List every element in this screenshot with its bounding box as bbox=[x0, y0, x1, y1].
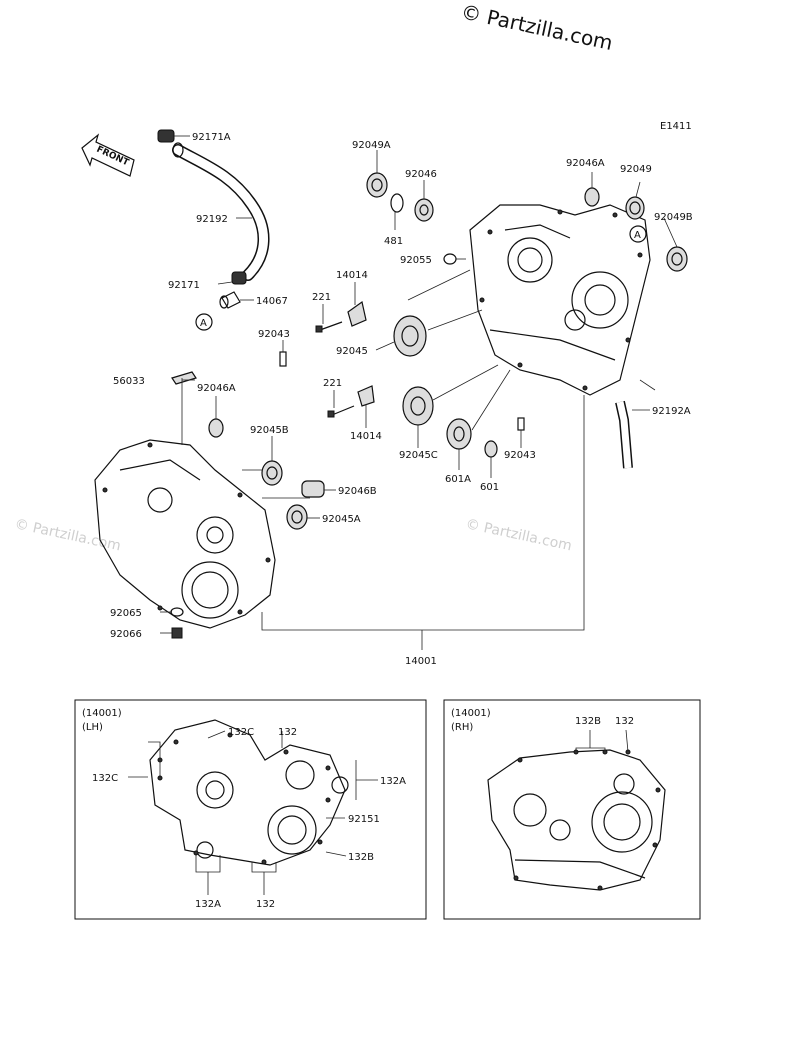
bearing-92046B bbox=[301, 480, 325, 498]
callout-a-right: A bbox=[629, 225, 647, 243]
label-56033: 56033 bbox=[113, 376, 145, 387]
label-92171A: 92171A bbox=[192, 132, 231, 143]
label-92046A-right: 92046A bbox=[566, 158, 605, 169]
label-92049A: 92049A bbox=[352, 140, 391, 151]
inset-lh-label-92151: 92151 bbox=[348, 814, 380, 825]
bearing-92046A-right bbox=[584, 187, 600, 207]
hose-92192A bbox=[615, 400, 633, 469]
bolt-221-top bbox=[315, 321, 343, 333]
gasket-56033 bbox=[171, 371, 197, 385]
label-92192: 92192 bbox=[196, 214, 228, 225]
pin-92043-right bbox=[517, 417, 525, 431]
clamp-bottom bbox=[231, 271, 247, 285]
leader-lines bbox=[160, 135, 678, 650]
label-92046B: 92046B bbox=[338, 486, 377, 497]
watermark-left: © Partzilla.com bbox=[13, 516, 122, 554]
label-601A: 601A bbox=[445, 474, 471, 485]
label-92045A: 92045A bbox=[322, 514, 361, 525]
bearing-92045A bbox=[286, 504, 308, 530]
seal-601 bbox=[484, 440, 498, 458]
ring-481 bbox=[390, 193, 404, 213]
front-arrow-icon: FRONT bbox=[81, 133, 135, 177]
label-221-top: 221 bbox=[312, 292, 331, 303]
inset-rh-label-132B: 132B bbox=[575, 716, 601, 727]
breather-fitting bbox=[219, 291, 241, 309]
clamp-top bbox=[157, 129, 175, 143]
inset-lh-label-132A-right: 132A bbox=[380, 776, 406, 787]
inset-lh-label-132B: 132B bbox=[348, 852, 374, 863]
seal-92049A bbox=[366, 172, 388, 198]
label-92046: 92046 bbox=[405, 169, 437, 180]
label-92049: 92049 bbox=[620, 164, 652, 175]
label-14014-bottom: 14014 bbox=[350, 431, 382, 442]
diagram-code: E1411 bbox=[660, 121, 692, 132]
plate-14014-top bbox=[347, 300, 367, 327]
inset-lh-side: (LH) bbox=[82, 722, 103, 733]
inset-rh-ref: (14001) bbox=[451, 708, 491, 719]
watermark-right: © Partzilla.com bbox=[464, 516, 573, 554]
svg-text:A: A bbox=[634, 230, 641, 241]
bearing-601A bbox=[446, 418, 472, 450]
bearing-92045B bbox=[261, 460, 283, 486]
bearing-92045C bbox=[402, 386, 434, 426]
inset-lh-label-132C-top: 132C bbox=[228, 727, 254, 738]
inset-lh-label-132-bottom: 132 bbox=[256, 899, 275, 910]
label-92049B: 92049B bbox=[654, 212, 693, 223]
label-601: 601 bbox=[480, 482, 499, 493]
front-label: FRONT bbox=[95, 145, 131, 169]
oring-92055 bbox=[443, 253, 457, 265]
washer-92065 bbox=[170, 607, 184, 617]
label-221-bottom: 221 bbox=[323, 378, 342, 389]
seal-92049 bbox=[625, 196, 645, 220]
bearing-92046A-left bbox=[208, 418, 224, 438]
label-481: 481 bbox=[384, 236, 403, 247]
label-92055: 92055 bbox=[400, 255, 432, 266]
inset-lh-label-132C-left: 132C bbox=[92, 773, 118, 784]
plug-92066 bbox=[171, 627, 183, 639]
bolt-221-bottom bbox=[327, 405, 355, 418]
bearing-92045 bbox=[393, 315, 427, 357]
watermark-top: © Partzilla.com bbox=[459, 0, 615, 55]
inset-lh-ref: (14001) bbox=[82, 708, 122, 719]
label-92066: 92066 bbox=[110, 629, 142, 640]
inset-lh-label-132-top: 132 bbox=[278, 727, 297, 738]
callout-a-left: A bbox=[195, 313, 213, 331]
label-92192A: 92192A bbox=[652, 406, 691, 417]
label-92043-left: 92043 bbox=[258, 329, 290, 340]
label-92065: 92065 bbox=[110, 608, 142, 619]
label-92171: 92171 bbox=[168, 280, 200, 291]
label-14014-top: 14014 bbox=[336, 270, 368, 281]
breather-hose bbox=[172, 142, 270, 281]
svg-text:A: A bbox=[200, 318, 207, 329]
label-14001: 14001 bbox=[405, 656, 437, 667]
label-92045: 92045 bbox=[336, 346, 368, 357]
inset-rh-label-132: 132 bbox=[615, 716, 634, 727]
label-14067: 14067 bbox=[256, 296, 288, 307]
inset-lh: (14001) (LH) 132C 132 132C 132 bbox=[74, 699, 427, 920]
inset-rh-side: (RH) bbox=[451, 722, 473, 733]
pin-92043-left bbox=[279, 351, 287, 367]
inset-lh-label-132A-bottom: 132A bbox=[195, 899, 221, 910]
bearing-92046 bbox=[414, 198, 434, 222]
label-92045B: 92045B bbox=[250, 425, 289, 436]
inset-rh: (14001) (RH) 132B 132 bbox=[443, 699, 701, 920]
crankcase-right-half bbox=[469, 204, 651, 396]
plate-14014-bottom bbox=[357, 385, 375, 407]
crankcase-left-half bbox=[94, 439, 276, 629]
label-92045C: 92045C bbox=[399, 450, 438, 461]
seal-92049B bbox=[666, 246, 688, 272]
label-92043-right: 92043 bbox=[504, 450, 536, 461]
label-92046A-left: 92046A bbox=[197, 383, 236, 394]
